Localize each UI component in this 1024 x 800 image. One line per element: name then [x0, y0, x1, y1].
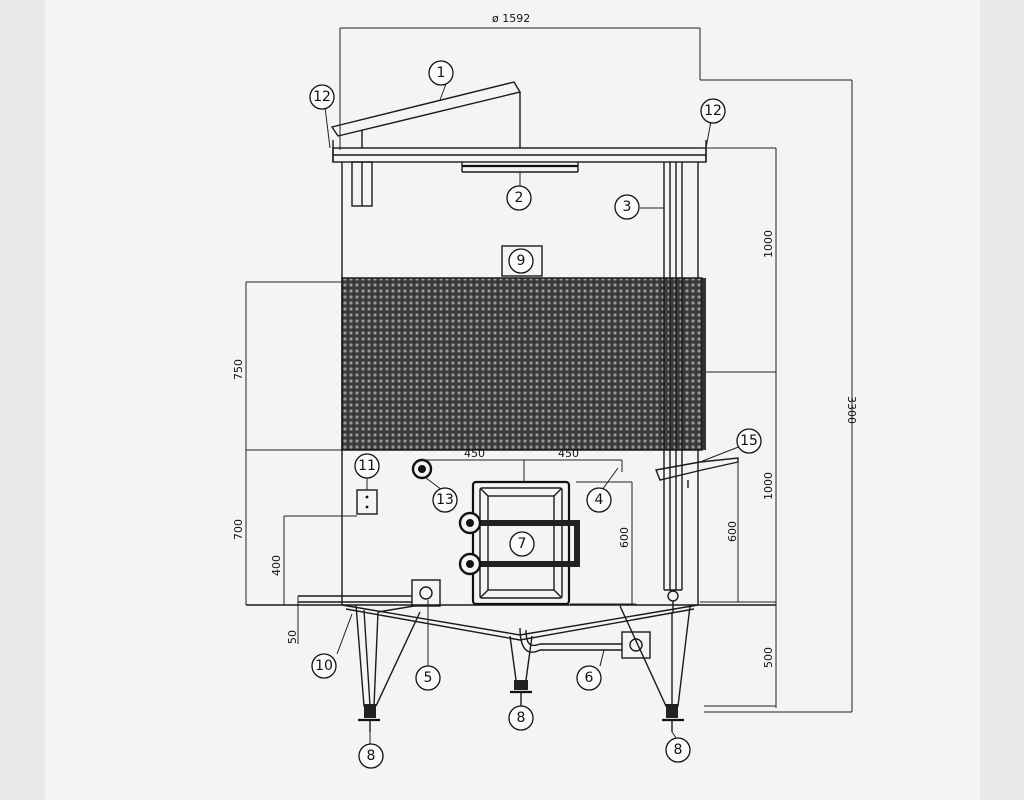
left-dimensions: 750 700 400 50 [232, 282, 357, 644]
callout-12-left: 12 [309, 84, 335, 110]
dim-3300: 3300 [845, 396, 858, 424]
svg-text:8: 8 [517, 710, 526, 726]
dim-750: 750 [232, 359, 245, 380]
svg-text:5: 5 [424, 670, 433, 686]
svg-text:9: 9 [517, 253, 526, 269]
svg-text:2: 2 [515, 190, 524, 206]
callout-7: 7 [509, 531, 535, 557]
top-nozzle-13 [411, 458, 433, 480]
callout-8-left: 8 [358, 743, 384, 769]
tank-lid [330, 81, 707, 207]
svg-text:7: 7 [518, 536, 527, 552]
callout-6: 6 [576, 665, 602, 691]
svg-text:6: 6 [585, 670, 594, 686]
callout-1: 1 [428, 60, 454, 86]
dim-600-door: 600 [618, 527, 631, 548]
diameter-dimension: ø 1592 [339, 12, 701, 150]
callout-9: 9 [508, 248, 534, 274]
manhole-door [458, 480, 580, 606]
callout-4: 4 [586, 487, 612, 513]
svg-text:1: 1 [437, 65, 446, 81]
dim-1000-top: 1000 [762, 230, 775, 258]
cooling-jacket [246, 277, 706, 451]
right-dimensions: 3300 1000 1000 600 500 [700, 79, 858, 713]
callout-8-mid: 8 [508, 705, 534, 731]
thermometer-well [501, 245, 543, 277]
right-margin-strip [980, 0, 1024, 800]
callout-8-right: 8 [665, 737, 691, 763]
svg-text:15: 15 [740, 433, 758, 449]
level-tube [663, 162, 683, 612]
svg-text:8: 8 [674, 742, 683, 758]
dim-450-left: 450 [464, 447, 485, 460]
outlet-valve-5 [298, 579, 441, 607]
leader-lines [324, 83, 742, 744]
callout-11: 11 [354, 453, 380, 479]
svg-text:8: 8 [367, 748, 376, 764]
dim-700: 700 [232, 519, 245, 540]
svg-text:13: 13 [436, 492, 454, 508]
tank-legs [355, 604, 691, 732]
svg-text:3: 3 [623, 199, 632, 215]
dim-500: 500 [762, 647, 775, 668]
callout-13: 13 [432, 487, 458, 513]
svg-text:4: 4 [595, 492, 604, 508]
dim-1000-mid: 1000 [762, 472, 775, 500]
svg-text:10: 10 [315, 658, 333, 674]
dim-50: 50 [286, 630, 299, 644]
svg-text:12: 12 [704, 103, 722, 119]
dim-450-right: 450 [558, 447, 579, 460]
callout-15: 15 [736, 428, 762, 454]
svg-text:12: 12 [313, 89, 331, 105]
callout-10: 10 [311, 653, 337, 679]
callout-12-right: 12 [700, 98, 726, 124]
callout-3: 3 [614, 194, 640, 220]
callout-2: 2 [506, 185, 532, 211]
dim-400: 400 [270, 555, 283, 576]
svg-text:11: 11 [358, 458, 376, 474]
diameter-label-text: ø 1592 [492, 12, 530, 25]
dim-600-right: 600 [726, 521, 739, 542]
callout-5: 5 [415, 665, 441, 691]
door-dimensions: 450 450 600 [422, 447, 636, 605]
